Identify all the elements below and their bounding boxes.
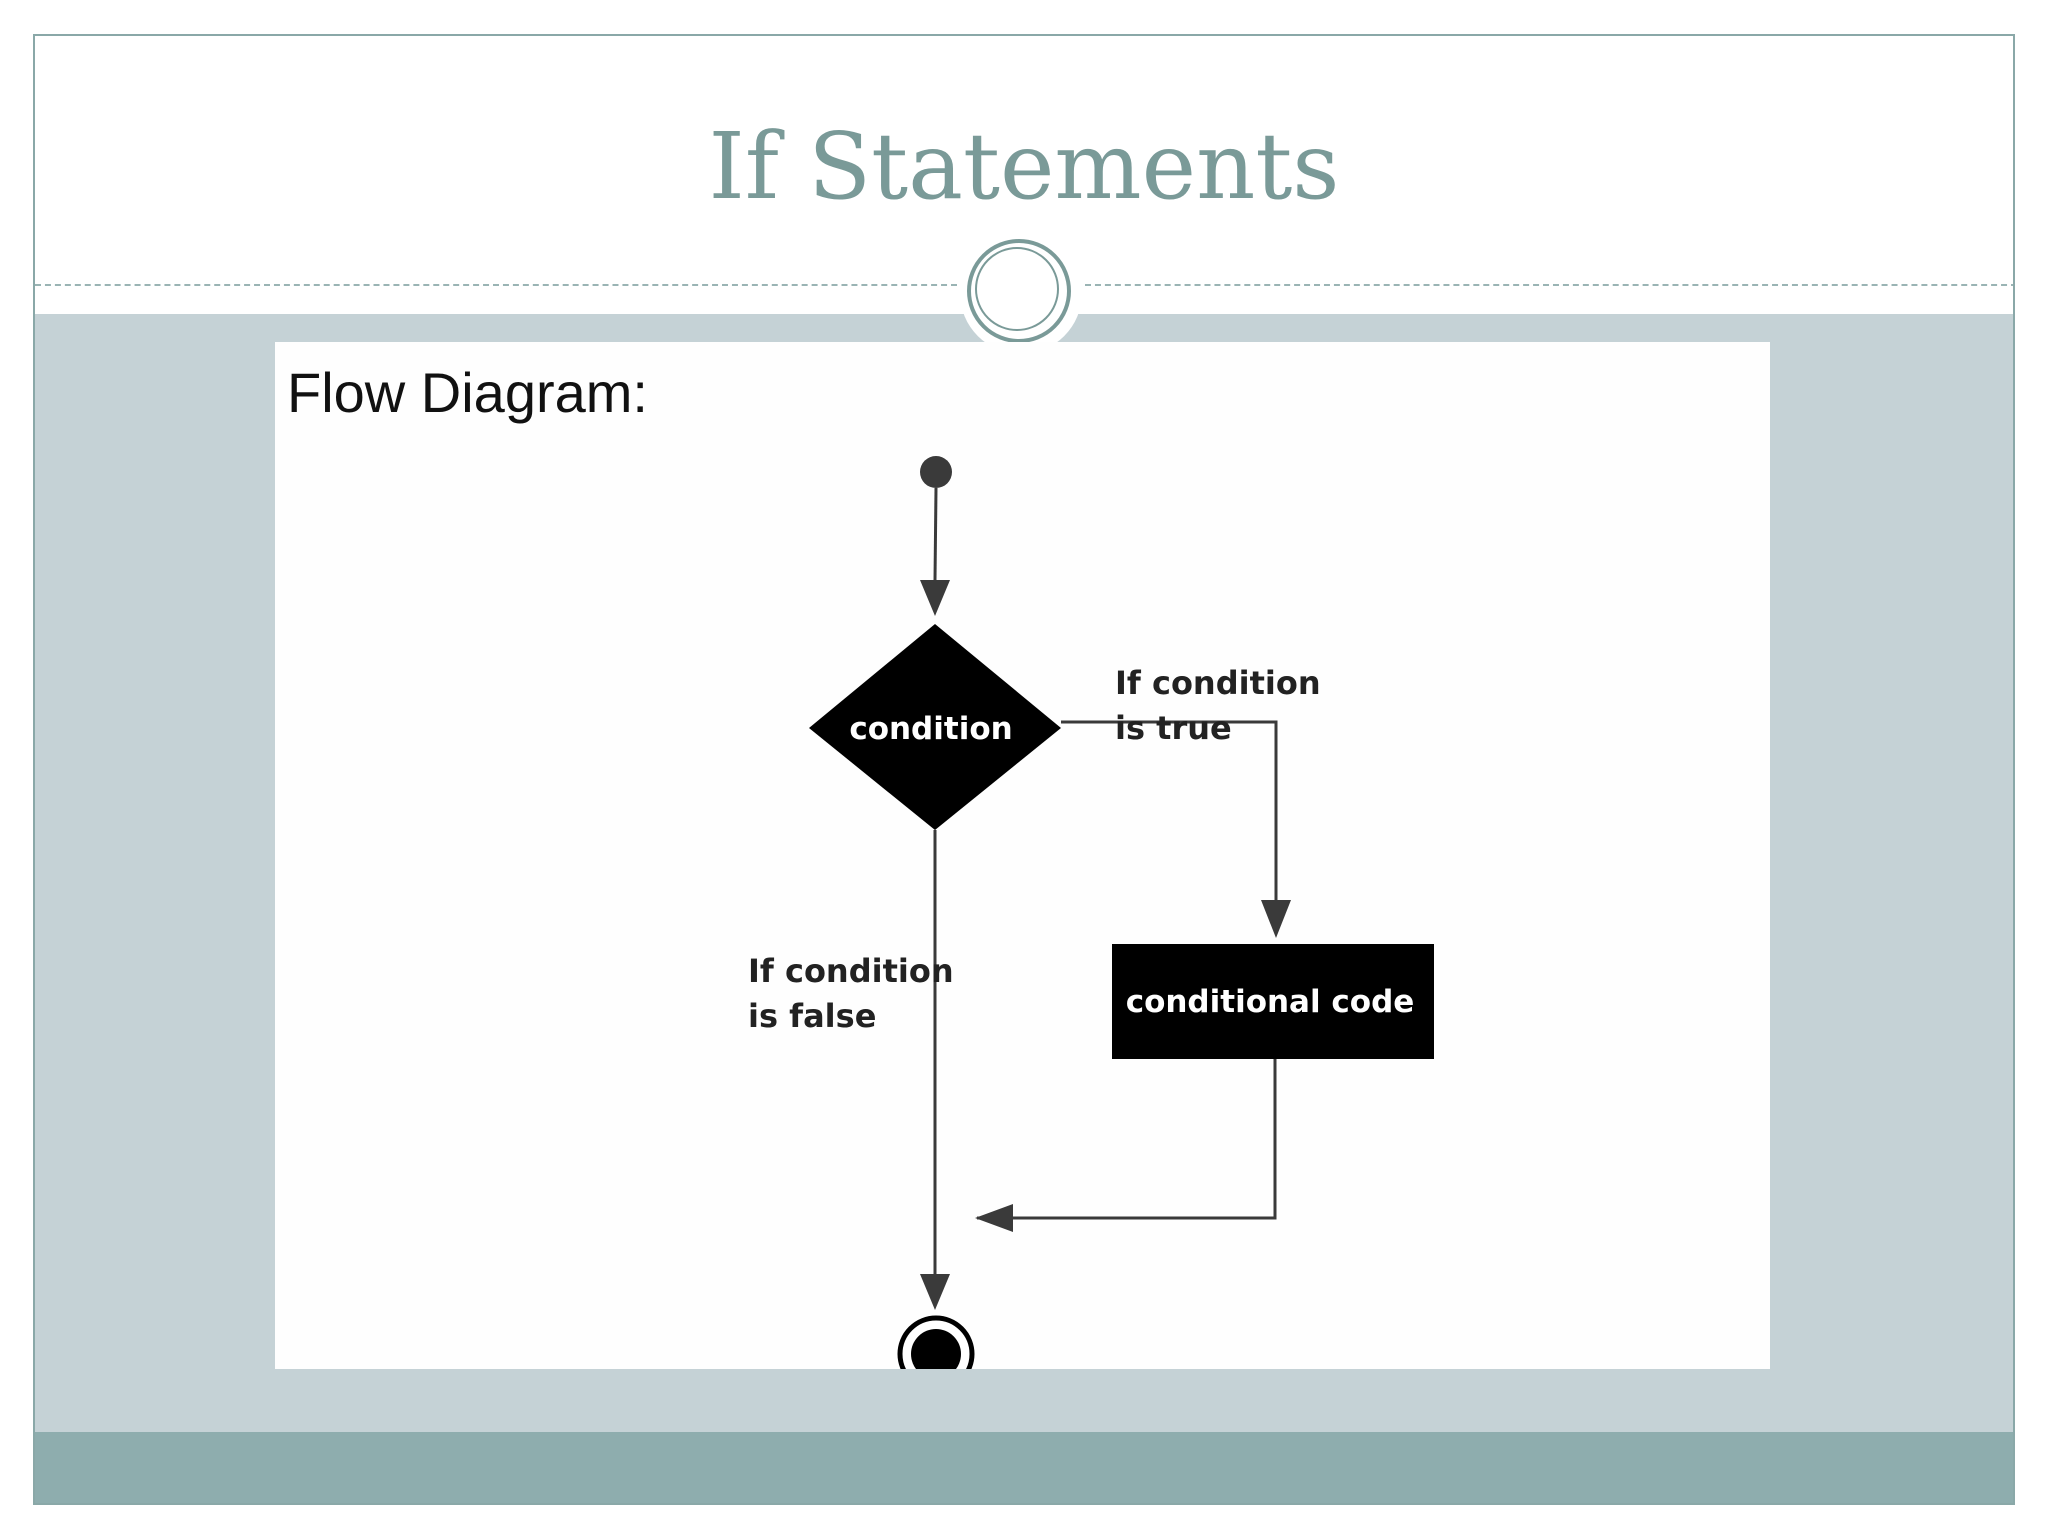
true-branch-label-line2: is true: [1115, 709, 1232, 747]
footer-band: [35, 1432, 2013, 1503]
process-node: [1112, 944, 1434, 1059]
slide: If Statements Flow Diagram: condition: [33, 34, 2015, 1505]
false-branch-label-line1: If condition: [748, 952, 954, 990]
true-branch-label-line1: If condition: [1115, 664, 1321, 702]
start-to-decision-line: [933, 487, 938, 581]
ornament-inner-ring: [975, 247, 1059, 331]
decision-node: [809, 624, 1061, 830]
slide-title: If Statements: [708, 113, 1340, 220]
process-label: conditional code: [1126, 984, 1415, 1020]
flow-diagram-image: Flow Diagram: condition If condition is …: [275, 342, 1770, 1369]
decision-label: condition: [849, 711, 1012, 747]
true-branch-arrowhead: [1261, 900, 1291, 938]
start-to-decision-arrowhead: [920, 580, 950, 616]
merge-arrowhead: [975, 1204, 1013, 1232]
divider-line-left: [35, 284, 957, 286]
false-branch-label-line2: is false: [748, 997, 876, 1035]
divider-line-right: [1085, 284, 2013, 286]
false-branch-arrowhead: [920, 1274, 950, 1310]
divider-ornament: [960, 232, 1082, 354]
process-to-merge-line: [977, 1059, 1277, 1220]
true-branch-line: [1061, 720, 1278, 902]
end-node: [911, 1329, 961, 1369]
diagram-heading: Flow Diagram:: [287, 361, 648, 424]
start-node: [920, 456, 952, 488]
ornament-ring-icon: [967, 239, 1071, 343]
flow-diagram: condition If condition is true condition…: [748, 456, 1434, 1369]
